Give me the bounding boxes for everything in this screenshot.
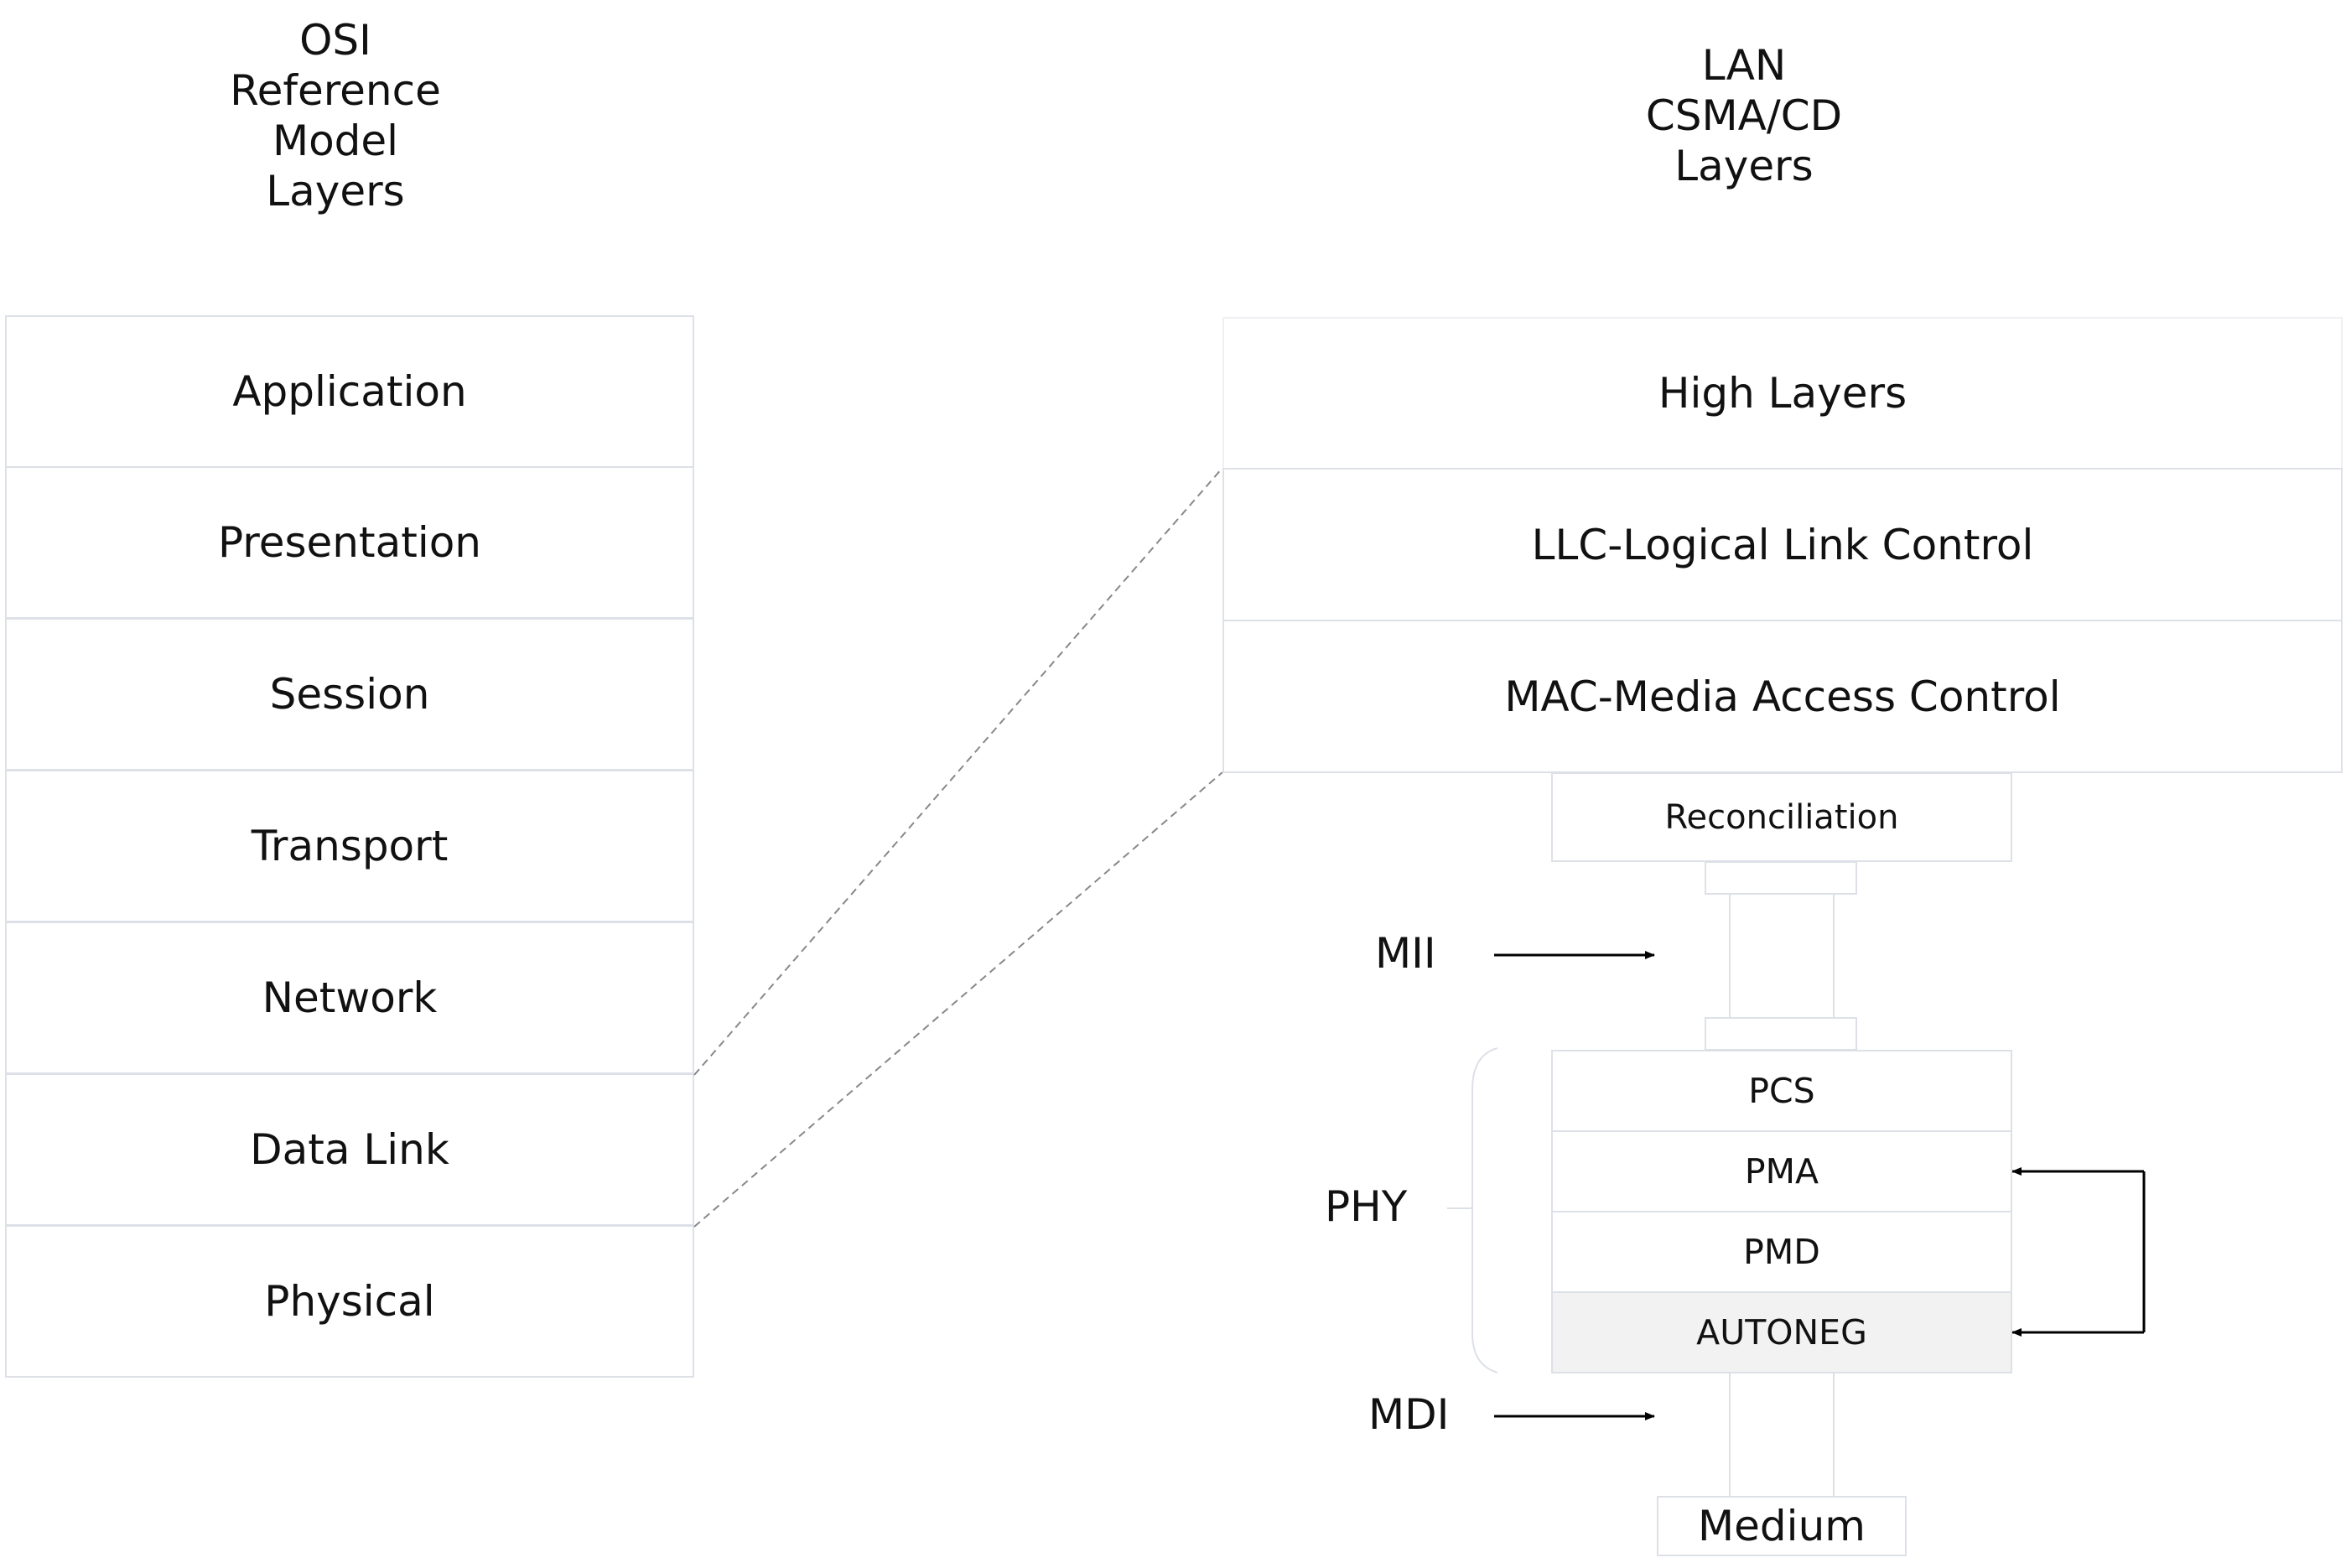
phy-sublayer-label: PMA xyxy=(1744,1151,1819,1192)
lan-mac: MAC-Media Access Control xyxy=(1222,620,2343,773)
osi-layer-label: Session xyxy=(269,670,430,719)
lan-llc: LLC-Logical Link Control xyxy=(1222,468,2343,621)
phy-sublayer-pcs: PCS xyxy=(1551,1050,2012,1132)
osi-layer-presentation: Presentation xyxy=(5,466,694,619)
lan-layer-label: High Layers xyxy=(1658,369,1907,418)
osi-layer-network: Network xyxy=(5,922,694,1074)
osi-layer-label: Network xyxy=(262,974,438,1022)
lan-heading: LAN CSMA/CD Layers xyxy=(1645,41,1843,190)
phy-sublayer-label: AUTONEG xyxy=(1696,1312,1867,1353)
lan-layer-label: MAC-Media Access Control xyxy=(1504,672,2061,721)
phy-sublayer-pma: PMA xyxy=(1551,1130,2012,1212)
phy-label: PHY xyxy=(1325,1182,1408,1231)
mapping-line-bottom xyxy=(693,771,1223,1228)
osi-heading: OSI Reference Model Layers xyxy=(230,16,441,215)
osi-layer-label: Data Link xyxy=(250,1125,449,1174)
lan-layer-label: LLC-Logical Link Control xyxy=(1531,520,2034,569)
reconciliation-layer: Reconciliation xyxy=(1551,772,2012,862)
mii-connector-bottom xyxy=(1705,1017,1857,1051)
mii-connector-top xyxy=(1705,861,1857,895)
osi-layer-data-link: Data Link xyxy=(5,1073,694,1226)
osi-layer-physical: Physical xyxy=(5,1225,694,1378)
osi-layer-label: Physical xyxy=(264,1277,435,1326)
mapping-line-top xyxy=(693,467,1223,1076)
mii-label: MII xyxy=(1375,929,1436,978)
osi-layer-label: Transport xyxy=(251,822,449,870)
osi-layer-label: Presentation xyxy=(217,518,481,567)
medium-box: Medium xyxy=(1657,1496,1907,1556)
phy-brace xyxy=(1471,1047,1498,1373)
osi-layer-application: Application xyxy=(5,315,694,468)
phy-sublayer-autoneg: AUTONEG xyxy=(1551,1291,2012,1373)
osi-layer-label: Application xyxy=(232,367,467,416)
phy-sublayer-label: PMD xyxy=(1743,1232,1820,1272)
medium-label: Medium xyxy=(1698,1502,1866,1550)
lan-high-layers: High Layers xyxy=(1222,317,2343,470)
phy-sublayer-pmd: PMD xyxy=(1551,1211,2012,1293)
phy-sublayer-label: PCS xyxy=(1748,1071,1815,1111)
osi-layer-session: Session xyxy=(5,618,694,771)
mdi-label: MDI xyxy=(1368,1390,1450,1439)
reconciliation-label: Reconciliation xyxy=(1664,797,1899,837)
